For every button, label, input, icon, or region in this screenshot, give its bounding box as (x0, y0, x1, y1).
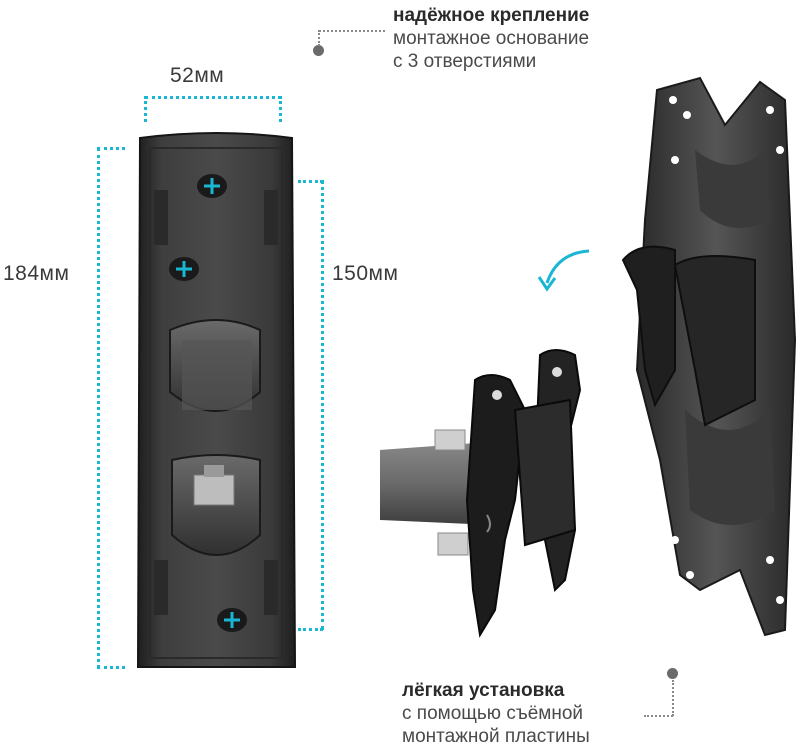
feature-top-marker-dot (313, 45, 324, 56)
feature-bottom-line-1: с помощью съёмной (402, 703, 584, 724)
hole-spacing-dimension-line (321, 180, 324, 630)
hole-spacing-tick-bottom (298, 628, 323, 631)
height-dimension-tick-top (97, 147, 125, 150)
width-dimension-label: 52мм (170, 64, 225, 87)
bracket-assembly-image (380, 76, 797, 638)
feature-bottom-line-2: монтажной пластины (402, 726, 590, 747)
height-dimension-line (97, 148, 100, 668)
feature-top-leader-horizontal (319, 30, 385, 32)
feature-top-line-2: с 3 отверстиями (393, 51, 537, 72)
wall-mount-plate-image (136, 132, 297, 668)
feature-bottom-leader-horizontal (644, 715, 673, 717)
width-dimension-line (145, 96, 281, 99)
hole-spacing-tick-top (298, 180, 323, 183)
hole-marker-top (204, 178, 220, 194)
width-dimension-tick-left (144, 96, 147, 122)
feature-top-leader-vertical (318, 30, 320, 46)
feature-bottom-caption: лёгкая установка с помощью съёмной монта… (402, 679, 590, 748)
feature-top-caption: надёжное крепление монтажное основание с… (393, 4, 589, 73)
width-dimension-tick-right (279, 96, 282, 122)
hole-marker-middle (176, 261, 192, 277)
feature-top-title: надёжное крепление (393, 5, 590, 26)
feature-top-line-1: монтажное основание (393, 28, 590, 49)
feature-bottom-marker-dot (667, 668, 678, 679)
feature-bottom-title: лёгкая установка (402, 680, 565, 701)
height-dimension-tick-bottom (97, 666, 125, 669)
curved-arrow-icon (537, 249, 590, 292)
hole-marker-bottom (224, 612, 240, 628)
hole-spacing-dimension-label: 150мм (332, 262, 399, 285)
feature-bottom-leader-vertical (672, 680, 674, 716)
height-dimension-label: 184мм (3, 262, 70, 285)
